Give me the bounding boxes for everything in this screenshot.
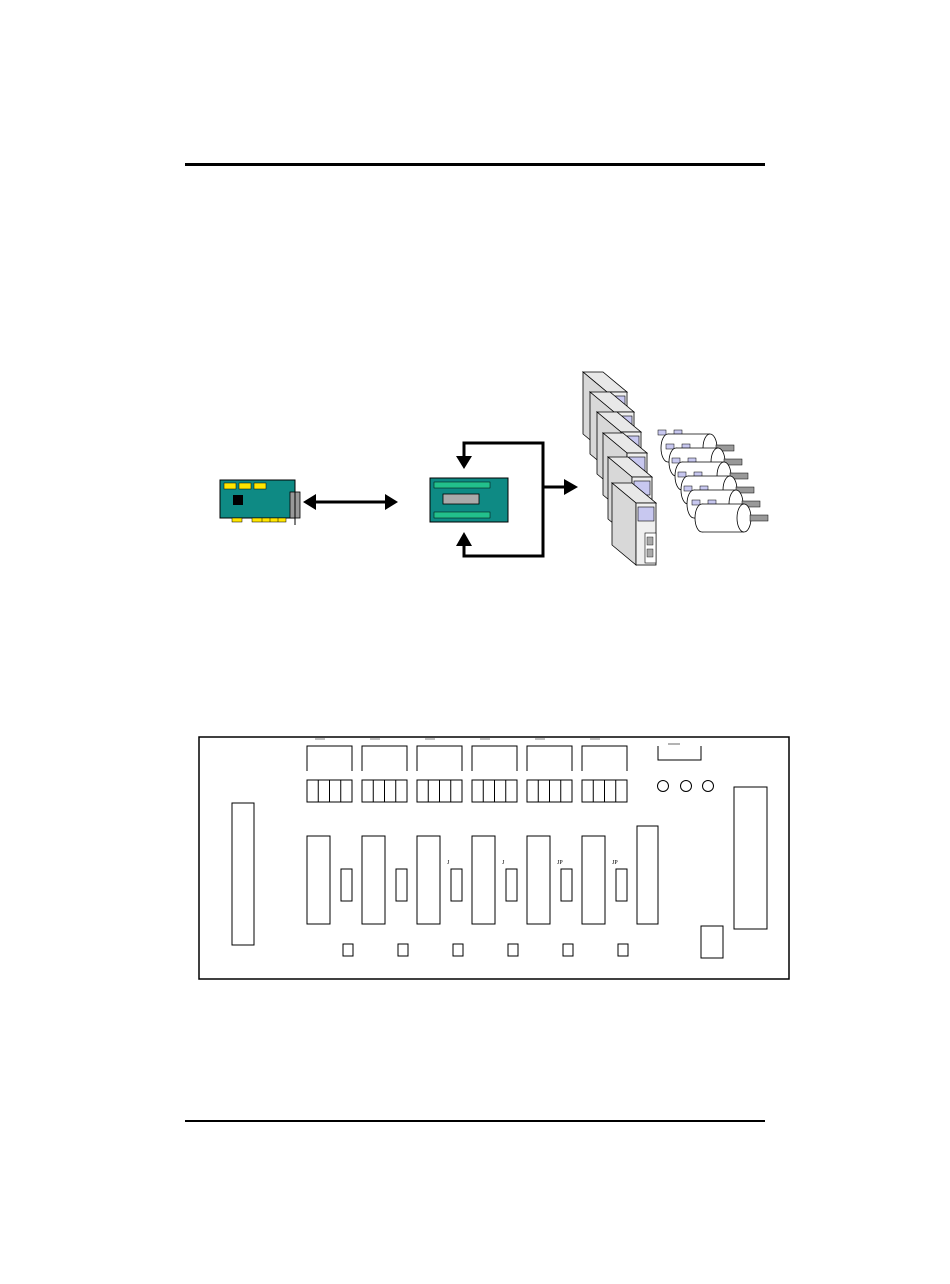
servo-driver-stack-icon [583, 372, 656, 565]
bidirectional-arrow [303, 494, 398, 510]
motion-control-card-icon [220, 480, 300, 525]
jumper-label: JP [557, 860, 563, 866]
terminal-board-icon [430, 478, 508, 522]
servo-motor-cluster-icon [658, 430, 768, 532]
footer-rule [185, 1120, 765, 1122]
jumper-label: JP [612, 860, 618, 866]
